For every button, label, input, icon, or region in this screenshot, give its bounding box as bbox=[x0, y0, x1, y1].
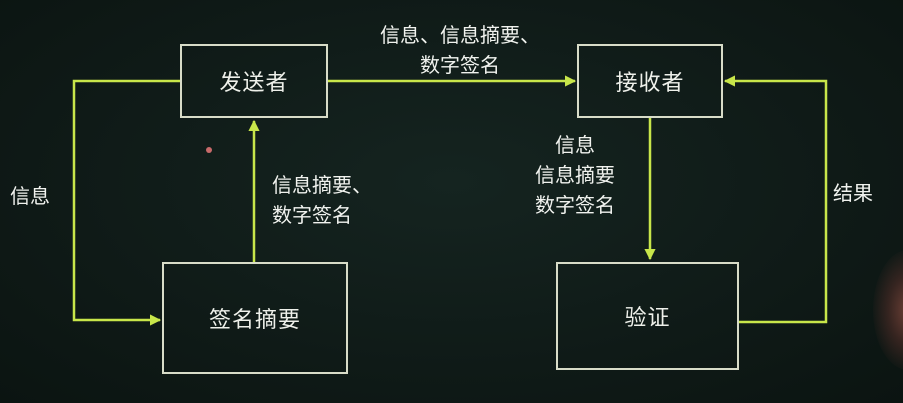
verify-node-label: 验证 bbox=[624, 306, 671, 331]
sign-digest-node-label: 签名摘要 bbox=[208, 308, 301, 333]
sender-node: 发送者 bbox=[180, 44, 328, 118]
receiver-to-verify-label-line: 信息 bbox=[555, 133, 595, 157]
receiver-to-verify-label-line: 信息摘要 bbox=[535, 163, 615, 187]
sender-to-receiver-label-line: 数字签名 bbox=[420, 53, 500, 77]
sign-digest-to-sender-label: 信息摘要、 数字签名 bbox=[272, 170, 372, 230]
receiver-to-verify-label-line: 数字签名 bbox=[535, 193, 615, 217]
verify-to-receiver-label: 结果 bbox=[833, 181, 873, 205]
sender-to-receiver-label: 信息、信息摘要、 数字签名 bbox=[355, 20, 565, 80]
sender-node-label: 发送者 bbox=[219, 71, 289, 96]
sign-digest-to-sender-label-line: 信息摘要、 bbox=[272, 173, 372, 197]
receiver-to-verify-label: 信息 信息摘要 数字签名 bbox=[520, 130, 630, 220]
arrow-verify-to-receiver bbox=[723, 75, 828, 324]
receiver-node: 接收者 bbox=[577, 44, 723, 118]
receiver-node-label: 接收者 bbox=[615, 71, 685, 96]
sender-to-receiver-label-line: 信息、信息摘要、 bbox=[380, 23, 540, 47]
sign-digest-to-sender-label-line: 数字签名 bbox=[272, 203, 352, 227]
sender-to-sign-digest-label: 信息 bbox=[10, 184, 50, 208]
pointer-dot bbox=[206, 147, 212, 153]
verify-node: 验证 bbox=[556, 262, 739, 370]
sign-digest-node: 签名摘要 bbox=[162, 262, 348, 374]
arrow-sender-to-sign-digest bbox=[72, 79, 180, 326]
